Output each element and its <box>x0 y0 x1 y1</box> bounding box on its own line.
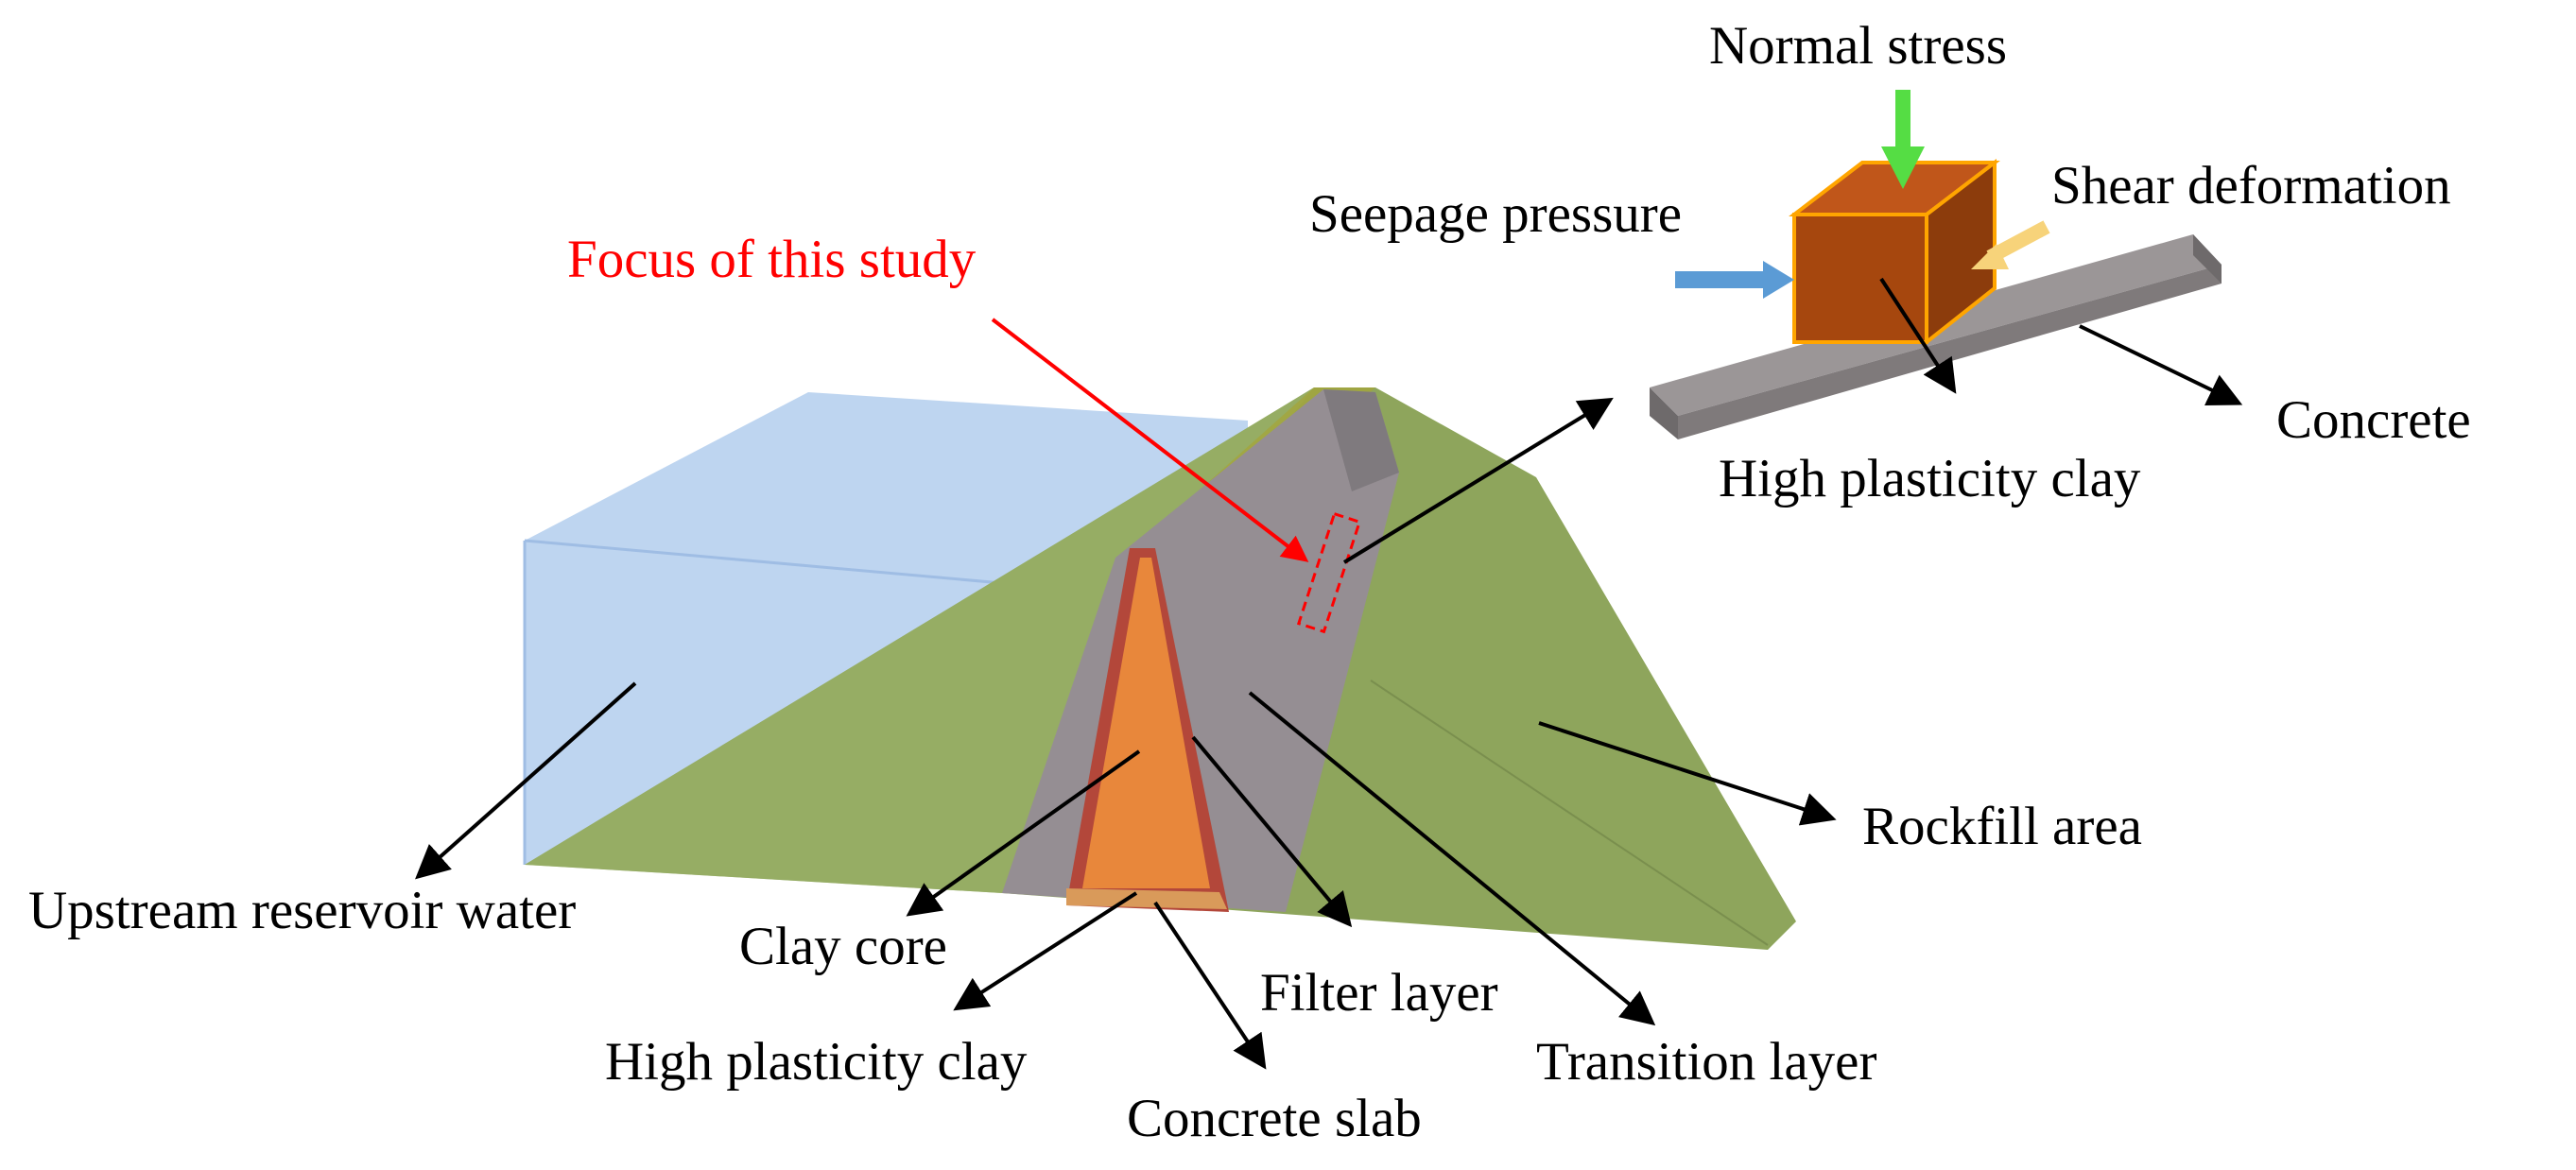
normal-stress-label: Normal stress <box>1709 16 2008 76</box>
high-plasticity-clay-bottom-label: High plasticity clay <box>605 1032 1028 1092</box>
high-plasticity-clay-top-label: High plasticity clay <box>1719 449 2141 508</box>
arrow-rockfill-area <box>1538 721 1837 826</box>
arrow-clay-core <box>906 749 1141 917</box>
arrow-transition-layer <box>1248 691 1656 1026</box>
filter-layer-label: Filter layer <box>1260 963 1498 1023</box>
concrete-slab <box>1066 888 1227 909</box>
seepage-pressure-arrow-icon <box>1675 261 1794 299</box>
concrete-label: Concrete <box>2276 390 2471 450</box>
arrow-high-plasticity-clay-top <box>1879 277 1957 394</box>
concrete-slab-label: Concrete slab <box>1127 1089 1422 1148</box>
leader-arrows <box>415 277 2243 1070</box>
clay-specimen-cube <box>1789 158 2000 347</box>
arrow-concrete-slab <box>1153 901 1267 1070</box>
shear-deformation-label: Shear deformation <box>2051 156 2451 215</box>
rockfill-area-label: Rockfill area <box>1862 797 2142 856</box>
normal-stress-arrow-icon <box>1881 90 1925 189</box>
focus-label: Focus of this study <box>567 230 977 289</box>
arrow-filter-layer <box>1191 735 1353 928</box>
upstream-water-label: Upstream reservoir water <box>28 881 577 940</box>
clay-core <box>1082 558 1210 888</box>
arrow-to-inset <box>1342 397 1614 564</box>
focus-box <box>1296 511 1362 634</box>
focus-arrow <box>991 318 1309 562</box>
arrow-high-plasticity-clay-bottom <box>953 891 1138 1011</box>
seepage-pressure-label: Seepage pressure <box>1309 184 1683 244</box>
arrow-upstream-water <box>415 681 637 880</box>
clay-core-label: Clay core <box>739 917 947 976</box>
arrow-concrete <box>2079 324 2243 405</box>
shear-deformation-arrow-icon <box>1971 220 2050 269</box>
transition-layer-label: Transition layer <box>1536 1032 1877 1092</box>
